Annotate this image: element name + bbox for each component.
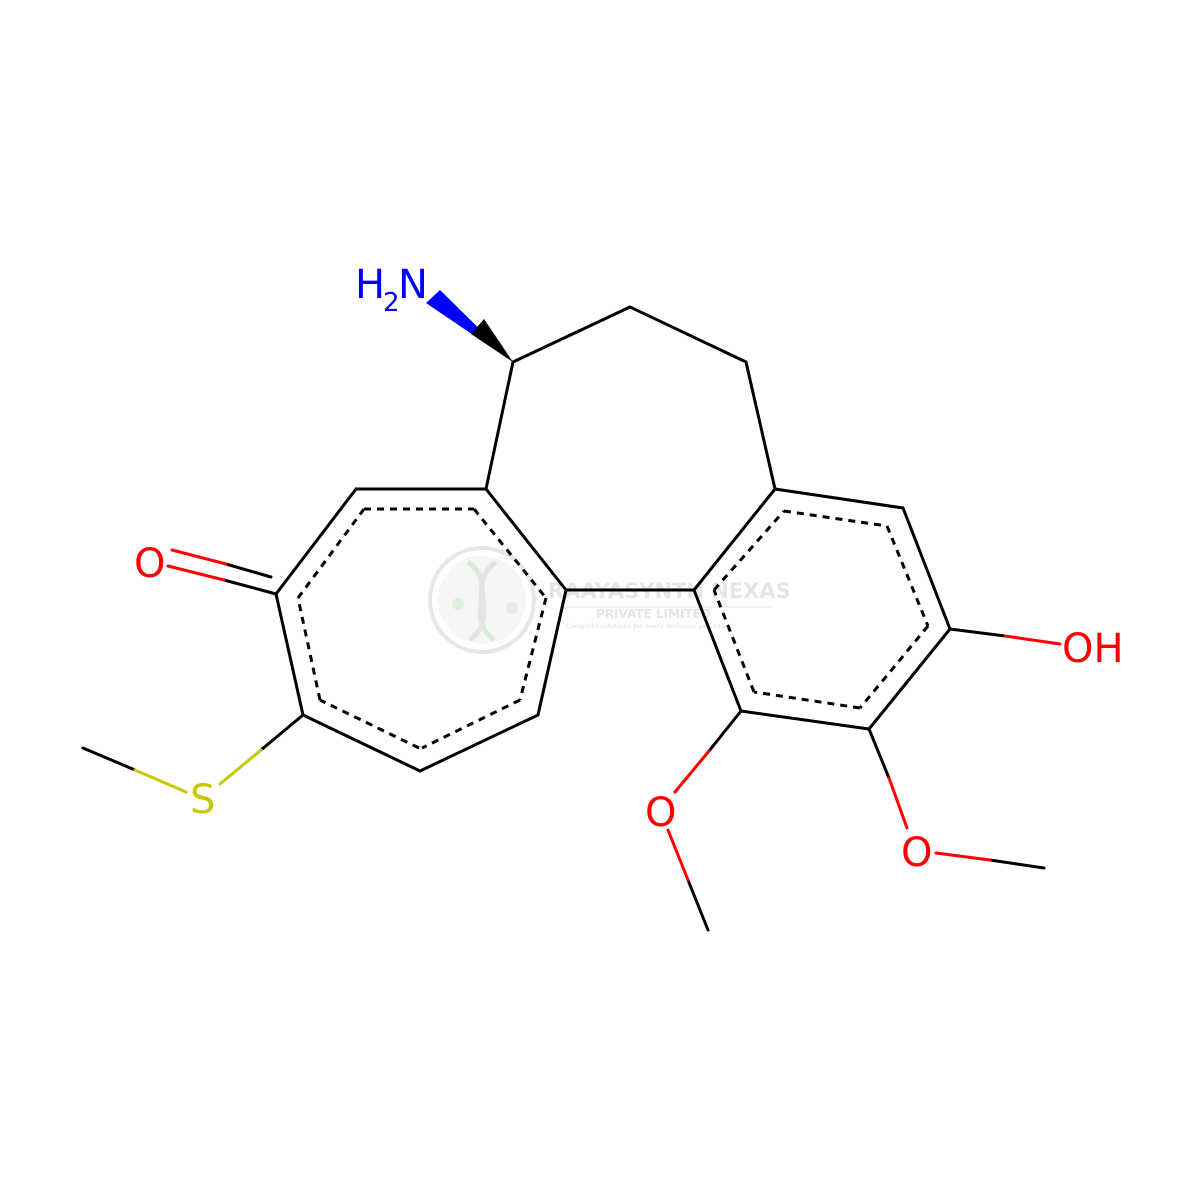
watermark-subtitle: PRIVATE LIMITED xyxy=(596,607,711,621)
aromatic-bond xyxy=(319,698,420,750)
sulfur-label: S xyxy=(190,777,215,823)
aromatic-bond xyxy=(518,597,548,701)
aromatic-bond xyxy=(858,625,930,709)
aromatic-bond xyxy=(885,525,930,627)
sulfur-bond-half xyxy=(218,748,263,786)
bond xyxy=(948,627,1007,638)
bond xyxy=(692,588,743,713)
ketone-bond-half xyxy=(170,548,228,566)
methoxy-bond-half xyxy=(673,749,711,794)
bond xyxy=(418,713,540,773)
watermark-tagline: Complete solutions for every molecule yo… xyxy=(566,623,730,630)
bond xyxy=(301,713,422,773)
bond xyxy=(707,709,743,753)
hexagon-dot-icon xyxy=(506,602,518,614)
hexagon-dot-icon xyxy=(452,598,464,610)
amine-subscript-label: 2 xyxy=(383,288,400,318)
aromatic-bond xyxy=(712,510,786,591)
bond xyxy=(686,878,710,932)
aromatic-bond xyxy=(296,508,366,599)
bond xyxy=(867,727,891,780)
sulfur-bond-half xyxy=(133,768,188,794)
ketone-bond-half xyxy=(166,564,226,582)
bond xyxy=(628,305,748,364)
bond xyxy=(744,360,777,491)
bond xyxy=(988,858,1046,870)
methoxy-bond-half xyxy=(666,828,690,882)
methoxy-oxygen-left-label: O xyxy=(645,790,676,836)
hydroxyl-label: OH xyxy=(1062,626,1124,672)
amine-n-label: N xyxy=(398,262,428,308)
bond xyxy=(536,588,568,717)
bond xyxy=(222,578,278,596)
atom-labels: H 2 N O S OH O O xyxy=(134,262,1124,876)
amine-h-label: H xyxy=(355,262,385,308)
aromatic-bond xyxy=(472,508,548,599)
ketone-oxygen-label: O xyxy=(134,541,165,587)
bond xyxy=(274,487,358,596)
aromatic-bond xyxy=(753,690,861,710)
watermark-ring xyxy=(428,546,536,654)
aromatic-dashed-bonds xyxy=(296,507,930,750)
bond xyxy=(81,746,137,772)
bond xyxy=(511,305,632,364)
bond xyxy=(692,487,777,592)
methoxy-oxygen-right-label: O xyxy=(901,830,932,876)
bond xyxy=(901,506,952,631)
bond xyxy=(224,562,273,579)
watermark-logo: RAAYASYNTH NEXAS PRIVATE LIMITED Complet… xyxy=(428,546,791,654)
aromatic-bond xyxy=(783,509,888,528)
heteroatom-bonds xyxy=(133,548,1062,882)
aromatic-bond xyxy=(421,698,521,750)
bond xyxy=(867,627,952,731)
bond xyxy=(484,360,515,491)
bond xyxy=(739,709,871,731)
aromatic-bond xyxy=(296,597,322,701)
carbon-skeleton-bonds xyxy=(81,305,1046,932)
bond xyxy=(484,487,568,592)
methoxy-bond-half xyxy=(887,776,909,830)
dna-helix-strand-icon xyxy=(468,559,498,642)
bond xyxy=(274,592,305,717)
methoxy-bond-half xyxy=(934,851,992,862)
stereo-wedge-bond-base xyxy=(471,319,513,362)
hydroxyl-bond-half xyxy=(1003,634,1062,646)
bond xyxy=(773,487,905,510)
aromatic-bond xyxy=(712,589,756,693)
bond xyxy=(259,713,305,752)
